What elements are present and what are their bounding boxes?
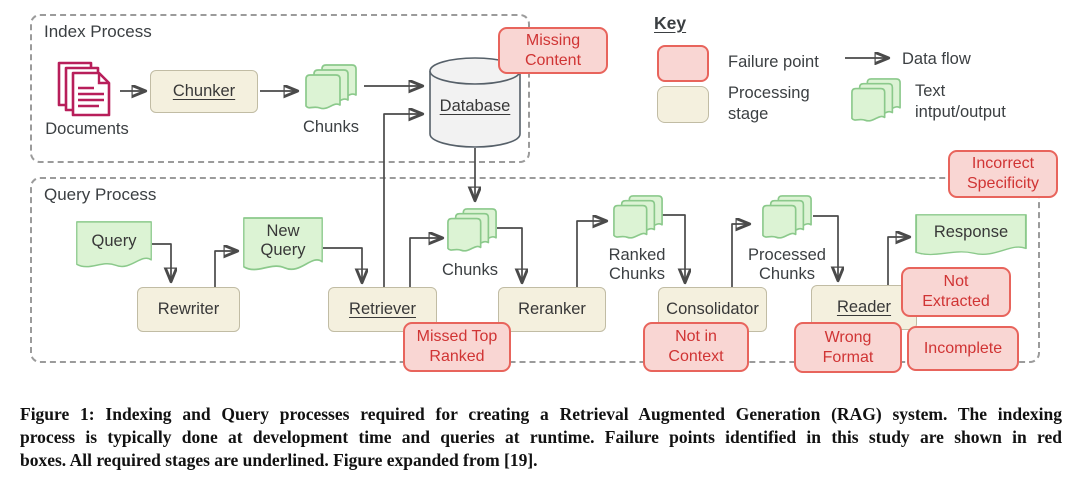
data-flow-arrows: [120, 0, 1080, 288]
failure-wrong-format: Wrong Format: [794, 322, 902, 373]
failure-not-extracted: Not Extracted: [901, 267, 1011, 317]
key-processing-swatch: [657, 86, 709, 123]
failure-not-in-context: Not in Context: [643, 322, 749, 372]
key-processing-label: Processing stage: [728, 84, 810, 123]
query-process-label: Query Process: [44, 185, 157, 204]
ranked-chunks-label: Ranked Chunks: [608, 246, 666, 284]
key-dataflow-label: Data flow: [902, 50, 971, 68]
ranked-chunks-icon: [611, 193, 665, 245]
caption-line-3: boxes. All required stages are underline…: [20, 450, 538, 470]
database-node: Database: [428, 56, 522, 149]
chunks-index-label: Chunks: [303, 118, 359, 136]
figure-caption: Figure 1: Indexing and Query processes r…: [20, 403, 1062, 472]
new-query-doc-label: New Query: [260, 222, 306, 259]
caption-line-2: process is typically done at development…: [20, 427, 1062, 447]
query-doc-label: Query: [91, 232, 137, 250]
new-query-doc-node: New Query: [243, 217, 323, 278]
chunks-index-icon: [303, 62, 359, 116]
key-text-io-label: Text intput/output: [915, 82, 1006, 121]
failure-incorrect-specificity: Incorrect Specificity: [948, 150, 1058, 198]
key-dataflow-arrow-icon: [843, 51, 897, 65]
index-process-label: Index Process: [44, 22, 152, 41]
rewriter-stage: Rewriter: [137, 287, 240, 332]
documents-icon: [56, 60, 116, 118]
chunker-stage: Chunker: [150, 70, 258, 113]
failure-incomplete: Incomplete: [907, 326, 1019, 371]
consolidator-stage: Consolidator: [658, 287, 767, 332]
key-title: Key: [654, 13, 687, 33]
key-text-io-icon: [849, 76, 903, 128]
response-doc-node: Response: [915, 214, 1027, 261]
documents-label: Documents: [45, 120, 129, 138]
processed-chunks-label: Processed Chunks: [748, 246, 826, 284]
query-doc-node: Query: [76, 221, 152, 274]
index-process-container: [30, 14, 530, 163]
caption-line-1: Figure 1: Indexing and Query processes r…: [20, 404, 1062, 424]
reranker-stage: Reranker: [498, 287, 606, 332]
rag-flow-diagram: Index Process Query Process: [30, 0, 1080, 373]
chunks-query-icon: [445, 206, 499, 258]
key-failure-label: Failure point: [728, 53, 819, 71]
failure-missing-content: Missing Content: [498, 27, 608, 74]
query-process-container: [30, 177, 1040, 363]
database-label: Database: [439, 97, 511, 115]
failure-missed-top-ranked: Missed Top Ranked: [403, 322, 511, 372]
processed-chunks-icon: [760, 193, 814, 245]
response-doc-label: Response: [933, 223, 1009, 241]
key-failure-swatch: [657, 45, 709, 82]
chunks-query-label: Chunks: [442, 261, 498, 279]
